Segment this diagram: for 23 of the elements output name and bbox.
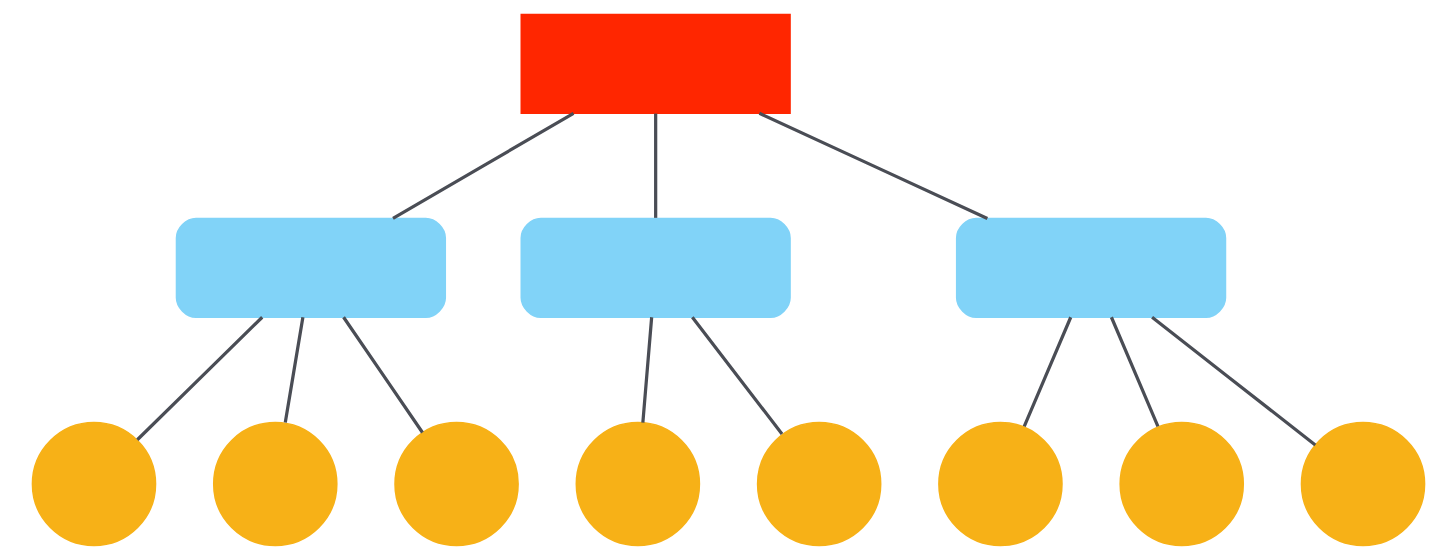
connector: [391, 111, 574, 220]
connector: [135, 316, 263, 441]
connector: [640, 317, 653, 423]
node-box: [175, 217, 446, 319]
node-circle: [937, 421, 1063, 547]
node-circle: [1118, 421, 1244, 547]
node-circle: [575, 421, 700, 547]
connector: [758, 111, 988, 220]
node-box: [520, 217, 791, 319]
connector: [283, 317, 304, 423]
connector: [1022, 316, 1072, 428]
node-box: [520, 13, 791, 115]
connector: [690, 316, 783, 435]
node-circle: [1300, 421, 1425, 547]
node-circle: [393, 421, 519, 547]
connector: [653, 113, 657, 218]
node-circle: [31, 421, 156, 547]
connector: [1150, 315, 1316, 447]
connector: [1109, 316, 1159, 428]
node-circle: [756, 421, 881, 547]
node-box: [955, 217, 1226, 319]
node-circle: [212, 421, 338, 547]
connector: [341, 316, 424, 434]
